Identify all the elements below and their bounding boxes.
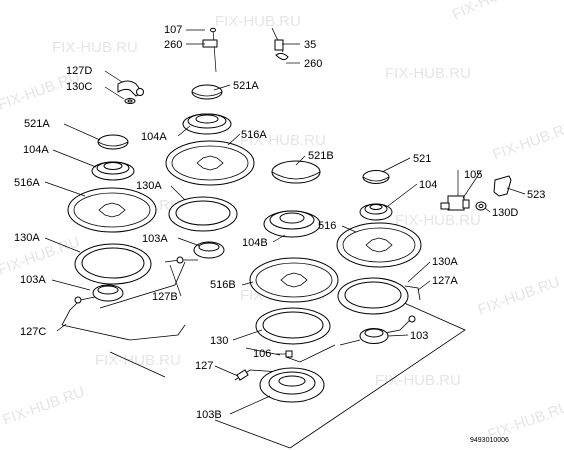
leader-lines (44, 29, 526, 415)
spreader-516b (249, 257, 339, 303)
label-103a-mid: 103A (142, 233, 168, 245)
watermark: FIX-HUB.RU (450, 0, 535, 24)
plug-106 (285, 344, 336, 363)
burner-cap-521a-top (191, 84, 223, 100)
label-516a-mid: 516A (241, 129, 267, 141)
label-104: 104 (419, 179, 437, 191)
watermark: FIX-HUB.RU (240, 132, 326, 149)
burner-head-104a-left (91, 161, 135, 181)
label-35: 35 (304, 39, 316, 51)
label-127: 127 (195, 360, 213, 372)
label-104b: 104B (242, 237, 268, 249)
label-516: 516 (318, 220, 336, 232)
label-521a-left: 521A (24, 118, 50, 130)
burner-cap-521b (271, 160, 321, 184)
label-521: 521 (413, 153, 431, 165)
label-103a-left: 103A (20, 274, 46, 286)
label-521a-top: 521A (233, 80, 259, 92)
injector-103a-left (61, 284, 124, 326)
hob-frame (99, 261, 466, 449)
ring-130-center (255, 307, 331, 345)
burner-head-104a-top (182, 113, 232, 135)
ring-130a-left (74, 243, 152, 285)
label-106: 106 (253, 348, 271, 360)
label-130c: 130C (66, 81, 92, 93)
label-127d: 127D (66, 65, 92, 77)
label-260-top-left: 260 (164, 39, 182, 51)
electrode-107 (202, 27, 218, 73)
ring-130a-right (337, 277, 409, 315)
watermark: FIX-HUB.RU (215, 13, 301, 30)
label-516b: 516B (210, 279, 236, 291)
burner-head-104b (263, 210, 321, 238)
label-521b: 521B (308, 150, 334, 162)
ring-130a-mid (168, 196, 238, 232)
label-260-top-right: 260 (304, 58, 322, 70)
pipe-127c (61, 324, 186, 341)
label-103b: 103B (196, 409, 222, 421)
label-130a-right: 130A (432, 256, 458, 268)
injector-103a-mid (164, 241, 225, 264)
label-130d: 130D (492, 207, 518, 219)
label-130: 130 (210, 335, 228, 347)
burner-cap-521 (362, 170, 390, 184)
burner-head-104 (359, 203, 393, 221)
label-523: 523 (527, 189, 545, 201)
washer-130c (124, 98, 136, 104)
label-127b: 127B (152, 291, 178, 303)
label-105: 105 (464, 169, 482, 181)
watermark: FIX-HUB.RU (385, 65, 471, 82)
catalog-number: 9493010006 (470, 437, 509, 444)
gas-tap-105 (440, 170, 470, 211)
burner-cap-521a-left (97, 134, 129, 150)
part-labels: 107 260 35 260 127D 130C 521A 521A 104A … (14, 24, 545, 421)
pipe-127 (234, 369, 281, 381)
label-516a-left: 516A (14, 177, 40, 189)
watermark: FIX-HUB.RU (1, 383, 87, 428)
spreader-516a-mid (165, 140, 255, 186)
injector-103-right (339, 328, 389, 346)
label-127a: 127A (432, 275, 458, 287)
label-104a-left: 104A (23, 144, 49, 156)
watermark: FIX-HUB.RU (0, 233, 82, 278)
spreader-516 (336, 222, 422, 268)
elbow-127d (117, 80, 144, 97)
watermark: FIX-HUB.RU (491, 118, 564, 163)
washer-130d (475, 201, 487, 211)
watermark: FIX-HUB.RU (476, 273, 562, 318)
injector-103b (259, 367, 325, 403)
label-107: 107 (164, 24, 182, 36)
label-104a-mid: 104A (141, 131, 167, 143)
label-127c: 127C (20, 326, 46, 338)
label-130a-left: 130A (14, 232, 40, 244)
watermark: FIX-HUB.RU (375, 372, 461, 389)
watermark: FIX-HUB.RU (95, 352, 181, 369)
bracket-523 (493, 175, 512, 197)
spreader-516a-left (67, 187, 157, 233)
thermocouple-35 (271, 27, 289, 61)
watermark: FIX-HUB.RU (52, 39, 138, 56)
label-130a-mid: 130A (136, 180, 162, 192)
watermark: FIX-HUB.RU (395, 212, 481, 229)
label-103: 103 (410, 330, 428, 342)
